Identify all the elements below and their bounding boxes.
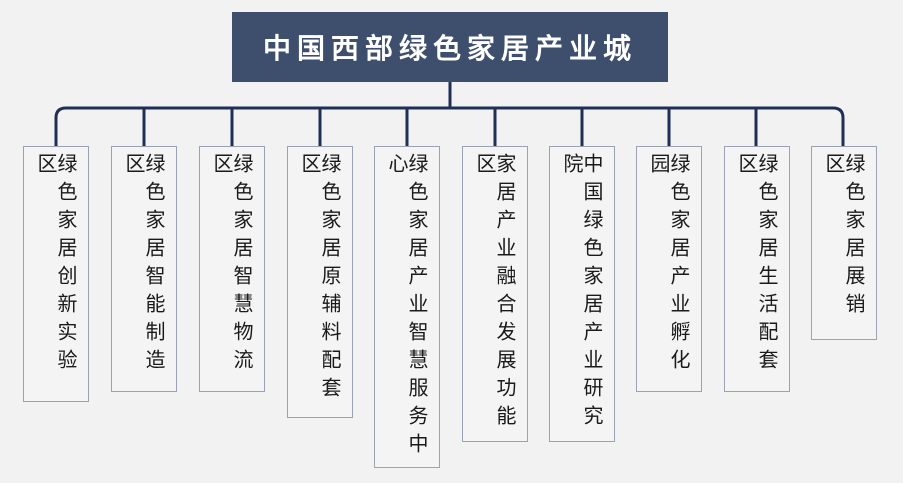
bus-line (54, 106, 845, 146)
root-label: 中国西部绿色家居产业城 (262, 32, 637, 65)
child-node-integration: 家居产业融合发展功能区 (462, 146, 528, 442)
child-label: 绿色家居创新实验区 (34, 153, 78, 377)
root-node: 中国西部绿色家居产业城 (232, 12, 668, 82)
child-label: 绿色家居智慧物流区 (210, 153, 254, 377)
child-node-incubator: 绿色家居产业孵化园 (636, 146, 702, 392)
child-node-innovation-zone: 绿色家居创新实验区 (23, 146, 89, 402)
child-label: 绿色家居产业孵化园 (647, 153, 691, 377)
child-node-exhibition: 绿色家居展销区 (811, 146, 877, 340)
child-label: 绿色家居产业智慧服务中心 (385, 153, 429, 461)
child-label: 绿色家居生活配套区 (735, 153, 779, 377)
child-label: 家居产业融合发展功能区 (473, 153, 517, 433)
child-label: 绿色家居原辅料配套区 (298, 153, 342, 405)
child-node-smart-logistics: 绿色家居智慧物流区 (199, 146, 265, 392)
child-node-materials: 绿色家居原辅料配套区 (287, 146, 353, 418)
child-label: 绿色家居展销区 (822, 153, 866, 321)
child-node-living-facilities: 绿色家居生活配套区 (724, 146, 790, 392)
child-node-research-institute: 中国绿色家居产业研究院 (549, 146, 615, 442)
child-node-service-center: 绿色家居产业智慧服务中心 (374, 146, 440, 468)
child-label: 绿色家居智能制造区 (122, 153, 166, 377)
child-label: 中国绿色家居产业研究院 (560, 153, 604, 433)
child-node-smart-manufacturing: 绿色家居智能制造区 (111, 146, 177, 392)
